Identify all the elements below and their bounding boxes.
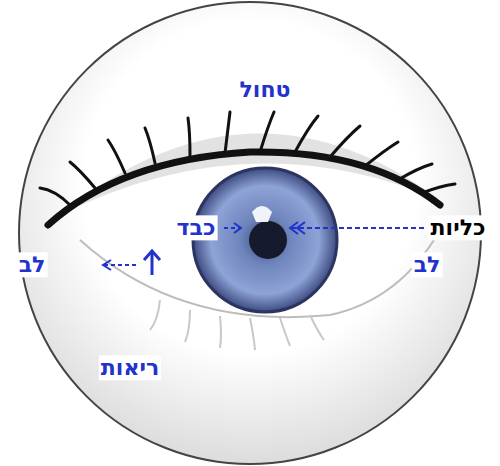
organ-label: ריאות — [99, 355, 161, 380]
organ-label: טחול — [238, 77, 293, 102]
highlight — [252, 206, 272, 222]
organ-label: לב — [17, 252, 48, 277]
upper-lid — [48, 152, 440, 225]
lower-lashes — [150, 300, 324, 350]
lower-lid — [80, 230, 440, 317]
pupil — [249, 221, 287, 259]
pointer-arrows — [103, 222, 424, 275]
eyelashes — [40, 112, 455, 205]
organ-label: כליות — [429, 215, 488, 240]
organ-label: כבד — [175, 215, 218, 240]
organ-label: לב — [412, 252, 443, 277]
outer-circle — [19, 2, 481, 464]
